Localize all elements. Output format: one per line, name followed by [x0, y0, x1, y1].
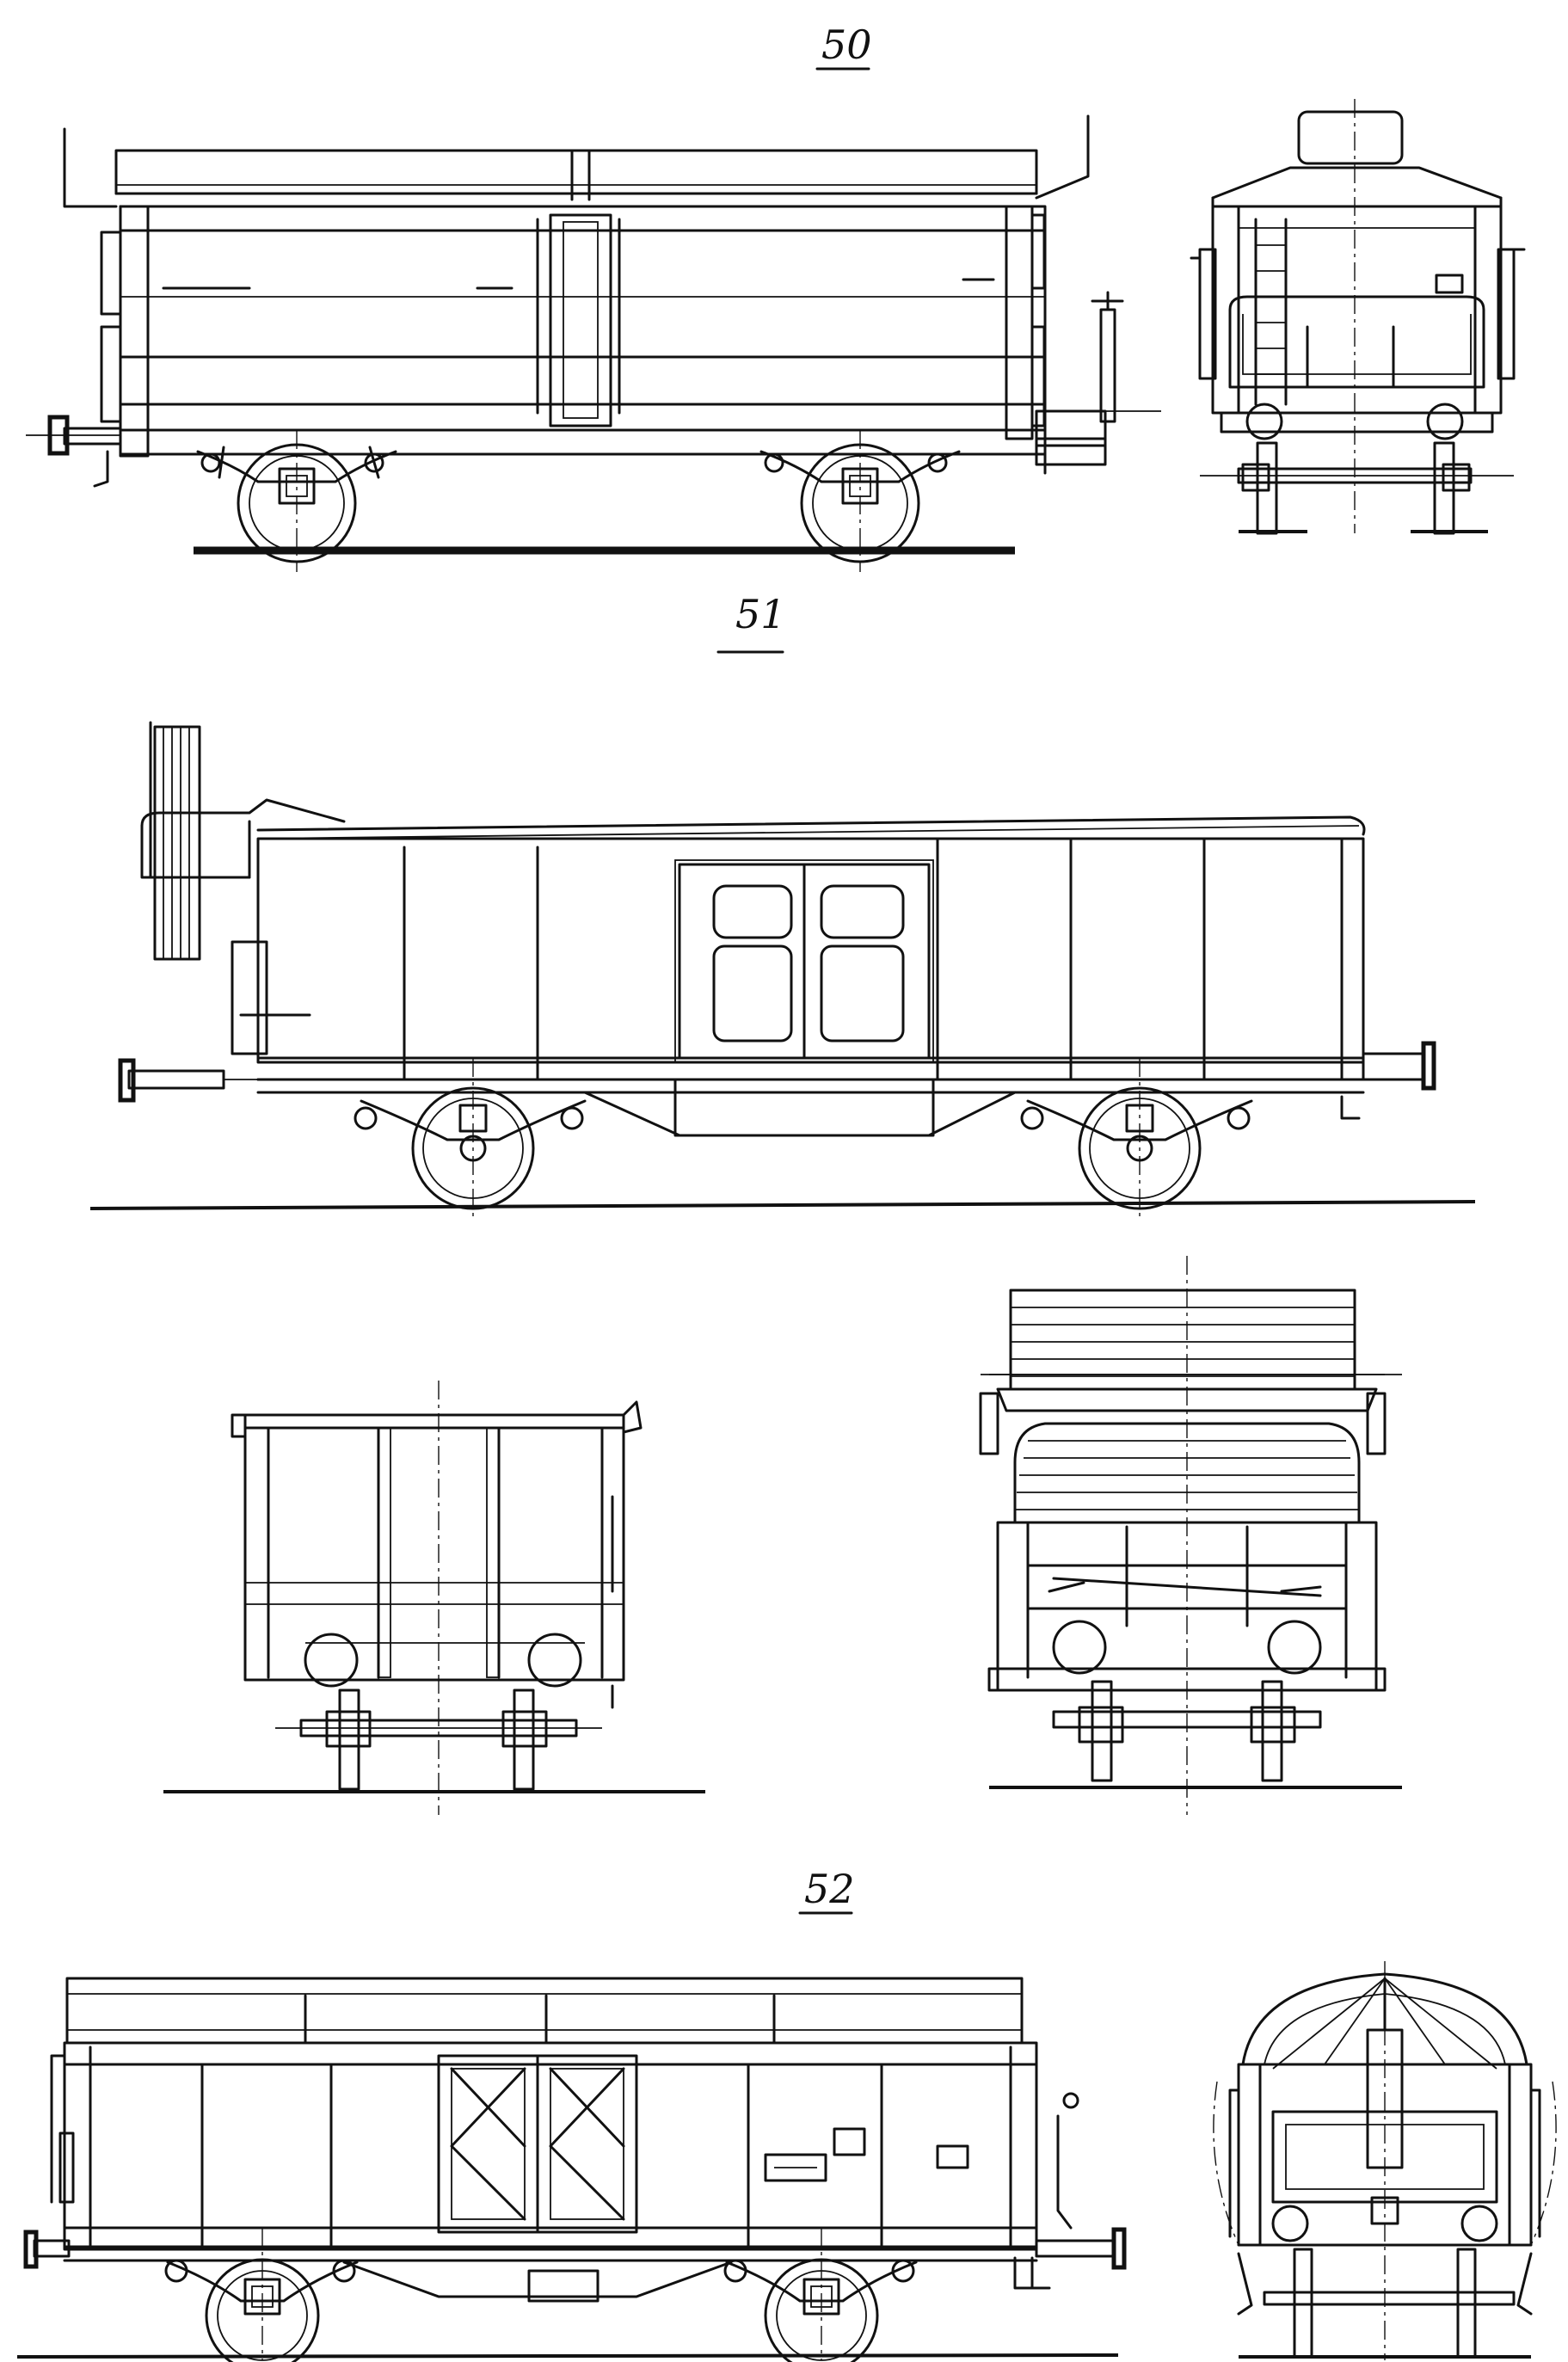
fig50-end-view: [1190, 99, 1526, 535]
fig51-side-view: [89, 721, 1476, 1221]
fig51-buffer-left: [118, 1058, 258, 1103]
figure-label-52: 52: [798, 1866, 855, 1915]
fig52-side-view: [16, 1977, 1127, 2362]
fig50-side-view: [26, 114, 1161, 572]
fig52-wheelset-right: [723, 2258, 918, 2362]
fig52-end-view: [1213, 1961, 1557, 2360]
figure-label-50: 50: [815, 22, 872, 71]
fig51-end-view-right: [979, 1256, 1402, 1815]
fig51-wheelset-right: [1020, 1086, 1253, 1210]
figure-number-50: 50: [821, 22, 872, 68]
fig51-buffer-right: [1362, 1041, 1436, 1091]
fig51-end-view-left: [163, 1381, 705, 1815]
figure-number-51: 51: [735, 591, 786, 637]
fig51-wheelset-left: [354, 1086, 587, 1210]
figure-number-52: 52: [804, 1866, 855, 1912]
fig52-wheelset-left: [164, 2258, 359, 2362]
figure-label-51: 51: [716, 591, 786, 654]
